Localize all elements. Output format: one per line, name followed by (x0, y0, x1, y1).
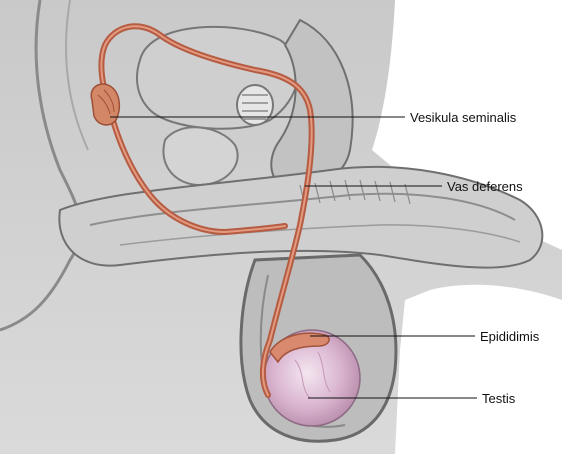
label-epididymis: Epididimis (480, 329, 540, 344)
seminal-vesicle (91, 84, 119, 125)
label-vas-deferens: Vas deferens (447, 179, 523, 194)
label-testis: Testis (482, 391, 516, 406)
bladder (137, 27, 298, 129)
prostate (163, 127, 237, 185)
label-seminal-vesicle: Vesikula seminalis (410, 110, 517, 125)
